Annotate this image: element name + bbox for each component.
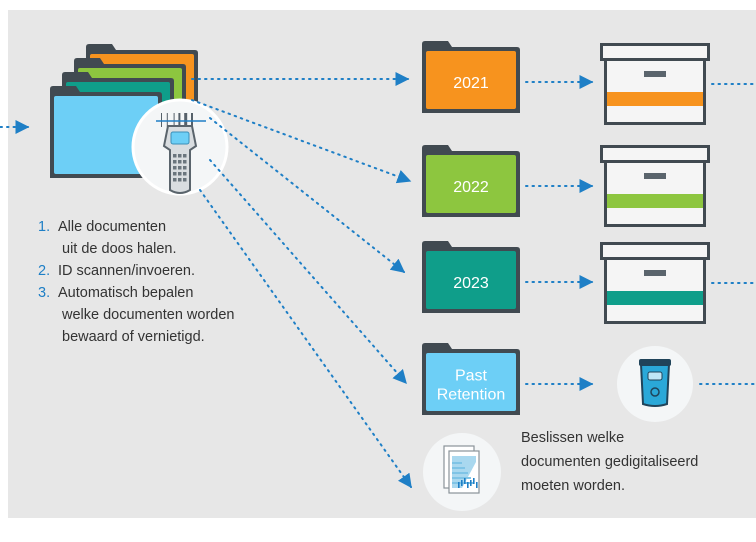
archive-box-icon-3 bbox=[600, 242, 710, 324]
digitize-line-3: moeten worden. bbox=[521, 478, 625, 494]
folder-past-retention-label-2: Retention bbox=[437, 387, 506, 404]
arrow-to-2022 bbox=[191, 99, 412, 184]
scanned-document-icon bbox=[423, 433, 501, 511]
digitize-line-2: documenten gedigitaliseerd bbox=[521, 454, 699, 470]
folder-2022: 2022 bbox=[422, 145, 520, 217]
arrow-to-past-retention bbox=[209, 159, 407, 385]
step-1-line-2: uit de doos halen. bbox=[62, 241, 177, 257]
folder-2021: 2021 bbox=[422, 41, 520, 113]
digitize-description: Beslissen welke documenten gedigitalisee… bbox=[521, 426, 721, 498]
step-3: 3. Automatisch bepalen welke documenten … bbox=[30, 282, 235, 348]
step-1: 1. Alle documenten uit de doos halen. bbox=[30, 216, 235, 260]
folder-2021-label-1: 2021 bbox=[453, 75, 489, 92]
step-3-line-3: bewaard of vernietigd. bbox=[62, 329, 205, 345]
folder-past-retention-label-1: Past bbox=[455, 368, 488, 385]
archive-box-icon-2 bbox=[600, 145, 710, 227]
folder-2023-label-1: 2023 bbox=[453, 275, 489, 292]
document-folder-stack-icon bbox=[50, 44, 198, 178]
step-3-line-2: welke documenten worden bbox=[62, 307, 235, 323]
folder-2022-label-1: 2022 bbox=[453, 179, 489, 196]
archive-box-icon-1 bbox=[600, 43, 710, 125]
step-1-number: 1. bbox=[38, 219, 51, 235]
digitize-line-1: Beslissen welke bbox=[521, 430, 625, 446]
step-2-line-1: ID scannen/invoeren. bbox=[58, 263, 196, 279]
step-3-line-1: Automatisch bepalen bbox=[58, 285, 194, 301]
arrow-to-2023 bbox=[209, 117, 406, 273]
step-3-number: 3. bbox=[38, 285, 51, 301]
arrow-to-digitize bbox=[199, 189, 412, 489]
step-2-number: 2. bbox=[38, 263, 51, 279]
shred-bin-icon bbox=[617, 346, 693, 422]
instruction-steps: 1. Alle documenten uit de doos halen. 2.… bbox=[30, 216, 235, 348]
step-1-line-1: Alle documenten bbox=[58, 219, 167, 235]
step-2: 2. ID scannen/invoeren. bbox=[30, 260, 235, 282]
folder-2023: 2023 bbox=[422, 241, 520, 313]
barcode-scanner-icon bbox=[131, 98, 229, 196]
